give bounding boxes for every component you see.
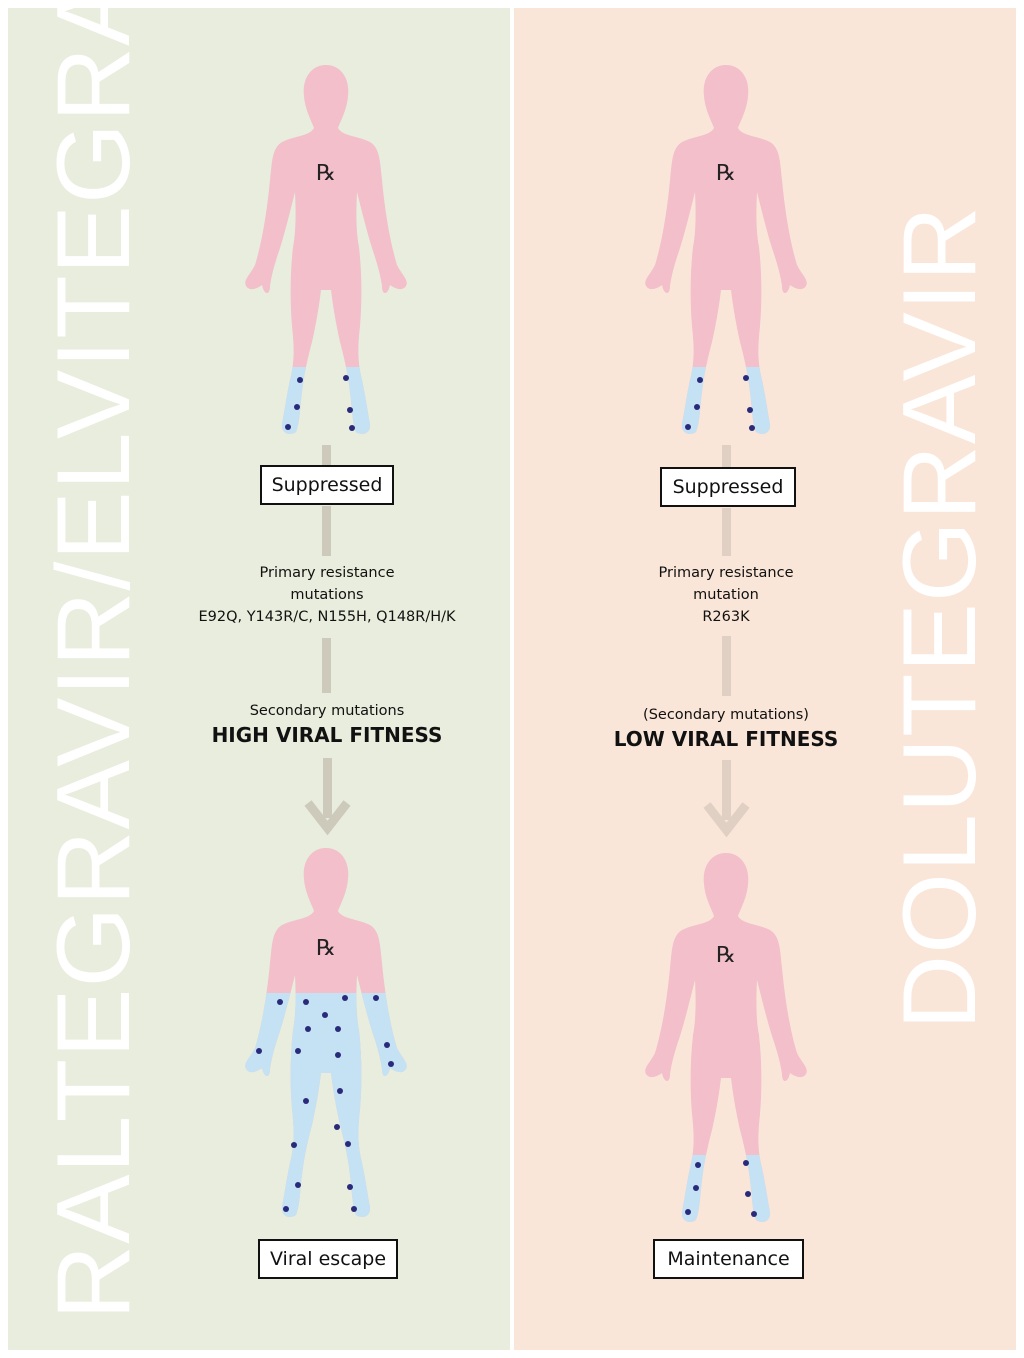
- flow-line-right-1: [722, 445, 731, 467]
- primary-mutation-list-right: R263K: [702, 609, 750, 625]
- secondary-block-left: Secondary mutations HIGH VIRAL FITNESS: [167, 700, 487, 748]
- rx-symbol-right-bottom: ℞: [716, 943, 736, 968]
- rx-symbol-left-top: ℞: [316, 161, 336, 186]
- rx-symbol-left-bottom: ℞: [316, 936, 336, 961]
- status-suppressed-right: Suppressed: [660, 467, 796, 507]
- primary-mutations-block-left: Primary resistance mutations E92Q, Y143R…: [167, 562, 487, 628]
- secondary-label-right: (Secondary mutations): [643, 707, 809, 723]
- patient-figure-right-bottom: ℞: [640, 850, 812, 1232]
- raltegravir-panel: [8, 8, 510, 1350]
- secondary-label-left: Secondary mutations: [249, 703, 405, 719]
- fitness-label-left: HIGH VIRAL FITNESS: [211, 723, 443, 747]
- patient-figure-left-top: ℞: [240, 62, 412, 444]
- flow-line-left-1: [322, 445, 331, 465]
- patient-figure-right-top: ℞: [640, 62, 812, 444]
- primary-heading-right-2: mutation: [693, 587, 759, 603]
- primary-heading-left-2: mutations: [290, 587, 364, 603]
- down-arrow-right-icon: [703, 760, 750, 838]
- flow-line-left-3: [322, 638, 331, 693]
- primary-heading-left: Primary resistance: [259, 565, 395, 581]
- fitness-label-right: LOW VIRAL FITNESS: [613, 727, 839, 751]
- dolutegravir-title: DOLUTEGRAVIR: [882, 205, 998, 1030]
- down-arrow-left-icon: [304, 758, 351, 836]
- primary-mutation-list-left: E92Q, Y143R/C, N155H, Q148R/H/K: [198, 609, 456, 625]
- flow-line-left-2: [322, 506, 331, 556]
- secondary-block-right: (Secondary mutations) LOW VIRAL FITNESS: [566, 704, 886, 752]
- patient-figure-left-bottom: ℞: [240, 845, 412, 1227]
- flow-line-right-3: [722, 636, 731, 696]
- status-suppressed-left: Suppressed: [260, 465, 394, 505]
- dolutegravir-panel: [514, 8, 1016, 1350]
- flow-line-right-2: [722, 508, 731, 556]
- status-viral-escape: Viral escape: [258, 1239, 398, 1279]
- raltegravir-elvitegravir-title: RALTEGRAVIR/ELVITEGRAVIR: [36, 0, 152, 1320]
- rx-symbol-right-top: ℞: [716, 161, 736, 186]
- status-maintenance: Maintenance: [653, 1239, 804, 1279]
- primary-mutations-block-right: Primary resistance mutation R263K: [566, 562, 886, 628]
- primary-heading-right: Primary resistance: [658, 565, 794, 581]
